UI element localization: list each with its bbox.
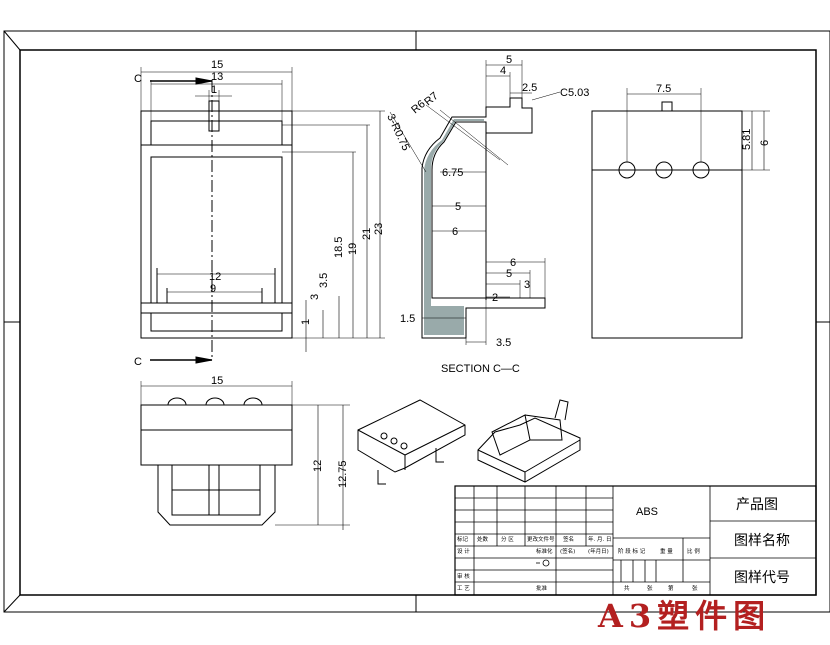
dim-sec-6b: 6 xyxy=(510,257,516,269)
dim-side-6: 6 xyxy=(759,140,771,146)
tb-process: 工 艺 xyxy=(457,585,470,592)
front-view xyxy=(140,381,350,530)
dim-sec-4: 4 xyxy=(500,65,506,77)
section-mark-top: C xyxy=(134,73,142,85)
dim-bottom-12: 12 xyxy=(312,460,324,472)
section-title: SECTION C—C xyxy=(441,363,520,375)
dim-top-9: 9 xyxy=(210,283,216,295)
tb-date: 年. 月. 日 xyxy=(588,535,612,543)
material-label: ABS xyxy=(636,506,658,518)
dim-right-18-5: 18.5 xyxy=(333,237,345,258)
isometric-view-2 xyxy=(477,399,581,483)
dim-bottom-12-75: 12.75 xyxy=(337,460,349,488)
title-block xyxy=(454,485,817,596)
side-view xyxy=(591,88,770,339)
dim-sec-2-5: 2.5 xyxy=(522,82,537,94)
watermark-title: A3塑件图 xyxy=(597,597,771,635)
product-label: 产品图 xyxy=(736,497,778,513)
dim-sec-c503: C5.03 xyxy=(560,87,589,99)
tb-count: 处数 xyxy=(477,535,489,543)
dim-top-13: 13 xyxy=(211,71,223,83)
dim-sec-5: 5 xyxy=(506,54,512,66)
tb-scale: 比 例 xyxy=(687,547,700,555)
tb-number: 第 xyxy=(668,584,674,592)
dim-side-5-81: 5.81 xyxy=(741,129,753,150)
section-c-c xyxy=(389,60,561,345)
tb-sheets: 张 xyxy=(647,584,653,592)
drawing-code-label: 图样代号 xyxy=(734,570,790,586)
tb-review: 审 核 xyxy=(457,572,470,580)
tb-sheet: 张 xyxy=(692,584,698,592)
dim-right-3-5: 3.5 xyxy=(318,273,330,288)
dim-top-1: 1 xyxy=(211,84,217,96)
top-view xyxy=(140,67,293,364)
dim-right-21: 21 xyxy=(361,228,373,240)
dim-bottom-15: 15 xyxy=(211,375,223,387)
dim-sec-2: 2 xyxy=(492,292,498,304)
isometric-view-1 xyxy=(357,399,466,485)
dim-sec-5c: 5 xyxy=(506,268,512,280)
tb-standard: 标准化 xyxy=(536,547,553,555)
dim-right-1: 1 xyxy=(300,319,312,325)
tb-mark: 标记 xyxy=(457,535,469,543)
tb-total: 共 xyxy=(624,584,630,592)
dim-top-12: 12 xyxy=(209,271,221,283)
dim-right-19: 19 xyxy=(347,243,359,255)
dim-top-15: 15 xyxy=(211,59,223,71)
section-mark-bottom: C xyxy=(134,356,142,368)
top-view-vertical-dims xyxy=(282,110,385,352)
tb-weight: 重 量 xyxy=(660,547,673,555)
tb-zone: 分 区 xyxy=(501,535,514,543)
tb-change-doc: 更改文件号 xyxy=(527,535,555,543)
drawing-name-label: 图样名称 xyxy=(734,533,790,549)
dim-sec-3: 3 xyxy=(524,279,530,291)
dim-right-3: 3 xyxy=(309,294,321,300)
dim-sec-r075: 3-R0.75 xyxy=(384,112,411,153)
dim-side-7-5: 7.5 xyxy=(656,83,671,95)
dim-sec-5b: 5 xyxy=(455,201,461,213)
tb-design: 设 计 xyxy=(457,547,470,555)
tb-stage: 阶 段 标 记 xyxy=(618,547,646,555)
dim-sec-3-5: 3.5 xyxy=(496,337,511,349)
tb-signature: (签名) xyxy=(560,547,575,555)
tb-approve: 批准 xyxy=(536,584,548,592)
dim-sec-6: 6 xyxy=(452,226,458,238)
dim-right-23: 23 xyxy=(373,223,385,235)
tb-sign: 签名 xyxy=(563,535,574,543)
dim-sec-6-75: 6.75 xyxy=(442,167,463,179)
dim-sec-1-5: 1.5 xyxy=(400,313,415,325)
tb-ymd: (年月日) xyxy=(588,547,609,555)
